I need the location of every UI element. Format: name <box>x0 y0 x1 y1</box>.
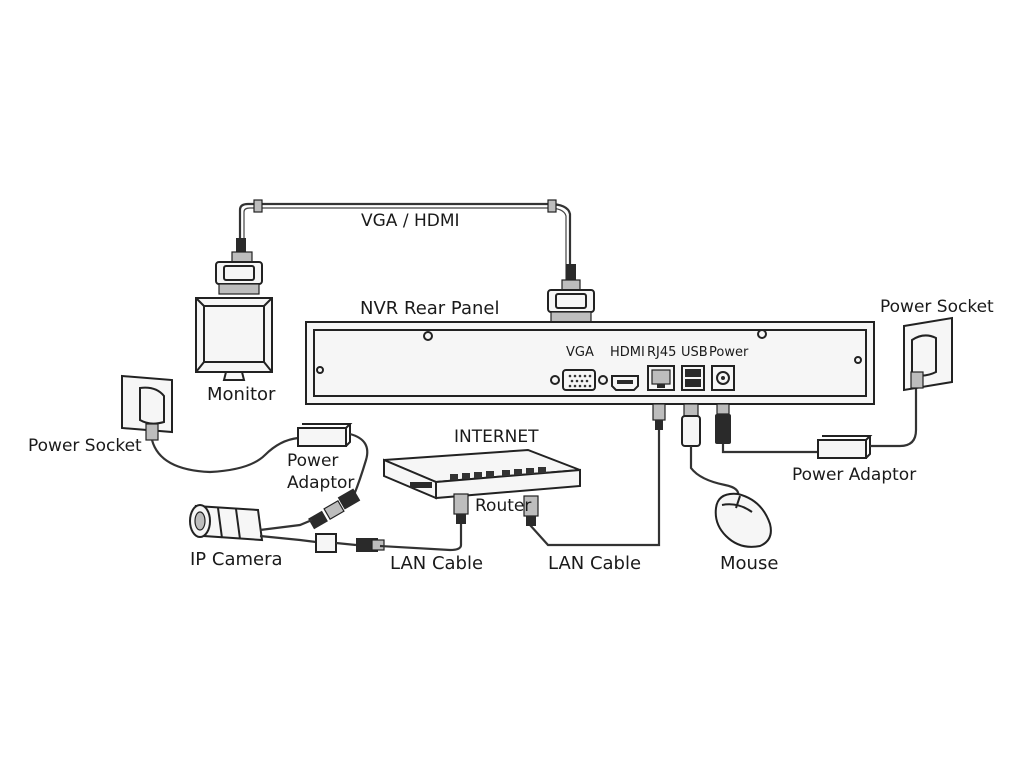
ip-camera-illustration <box>189 504 385 553</box>
hdmi-port <box>611 375 639 391</box>
power-adaptor-right-label: Power Adaptor <box>792 465 916 485</box>
power-port <box>711 365 735 391</box>
router-illustration <box>383 448 581 500</box>
power-adaptor-left-label-line2: Adaptor <box>287 473 354 493</box>
power-socket-right-label: Power Socket <box>880 297 994 317</box>
port-power-label: Power <box>709 345 749 360</box>
monitor-illustration <box>195 297 273 381</box>
monitor-label: Monitor <box>207 384 276 405</box>
nvr-power-cable <box>715 403 818 454</box>
port-vga-label: VGA <box>566 345 594 360</box>
router-label: Router <box>475 496 531 516</box>
vga-connector-monitor <box>215 251 263 295</box>
mouse-label: Mouse <box>720 553 778 574</box>
lan-cable-left-label: LAN Cable <box>390 553 483 574</box>
router-camera-lan-cable <box>379 493 469 552</box>
power-adaptor-left <box>297 423 369 496</box>
power-adaptor-left-label-line1: Power <box>287 451 338 471</box>
port-hdmi-label: HDMI <box>610 345 645 360</box>
ip-camera-label: IP Camera <box>190 549 283 570</box>
rj45-port <box>647 365 675 391</box>
vga-port <box>550 369 608 391</box>
vga-connector-nvr <box>547 279 595 323</box>
power-adaptor-right <box>817 388 918 459</box>
lan-cable-right-label: LAN Cable <box>548 553 641 574</box>
power-socket-right <box>903 316 953 392</box>
usb-ports <box>681 365 705 391</box>
usb-mouse-cable <box>681 403 740 497</box>
socket-to-adaptor-cable <box>150 436 299 474</box>
port-usb-label: USB <box>681 345 708 360</box>
nvr-rj45-lan-cable <box>523 403 666 547</box>
nvr-rear-panel-label: NVR Rear Panel <box>360 298 500 319</box>
camera-power-connector <box>308 488 361 530</box>
power-socket-left-label: Power Socket <box>28 436 142 456</box>
internet-label: INTERNET <box>454 427 539 447</box>
mouse-illustration <box>714 492 772 548</box>
power-socket-left <box>121 374 173 441</box>
vga-hdmi-label: VGA / HDMI <box>361 211 460 231</box>
nvr-rear-panel <box>305 321 875 405</box>
vga-hdmi-cable <box>236 199 576 284</box>
port-rj45-label: RJ45 <box>647 345 676 360</box>
